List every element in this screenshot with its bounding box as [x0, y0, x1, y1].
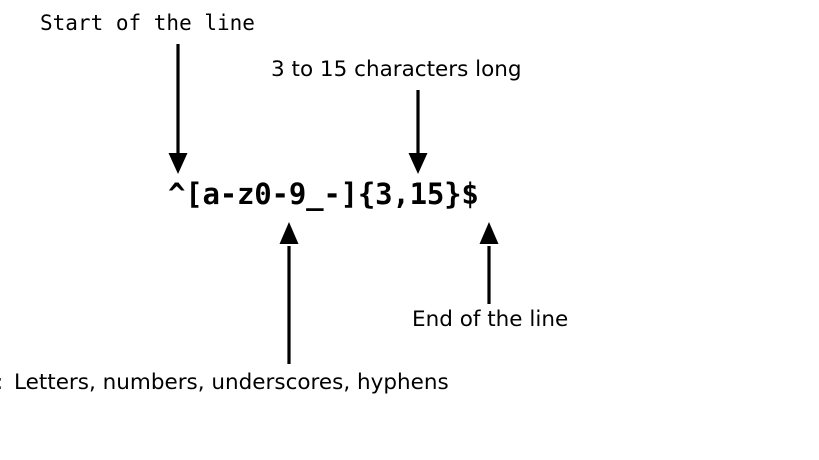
- clipped-edge-glyph: :: [0, 372, 5, 396]
- annotation-label-end-of-line: End of the line: [412, 307, 569, 332]
- annotation-label-character-class: Letters, numbers, underscores, hyphens: [14, 370, 449, 395]
- arrow-up-end-of-line: [471, 220, 507, 306]
- annotation-label-length-quantifier: 3 to 15 characters long: [271, 57, 522, 82]
- clipped-edge-glyph-text: :: [0, 372, 3, 394]
- annotation-label-start-of-line: Start of the line: [40, 11, 255, 35]
- arrow-up-character-class: [271, 220, 307, 366]
- arrow-down-start-of-line: [160, 42, 196, 176]
- arrow-down-length-quantifier: [400, 88, 436, 176]
- regex-expression: ^[a-z0-9_-]{3,15}$: [168, 177, 479, 211]
